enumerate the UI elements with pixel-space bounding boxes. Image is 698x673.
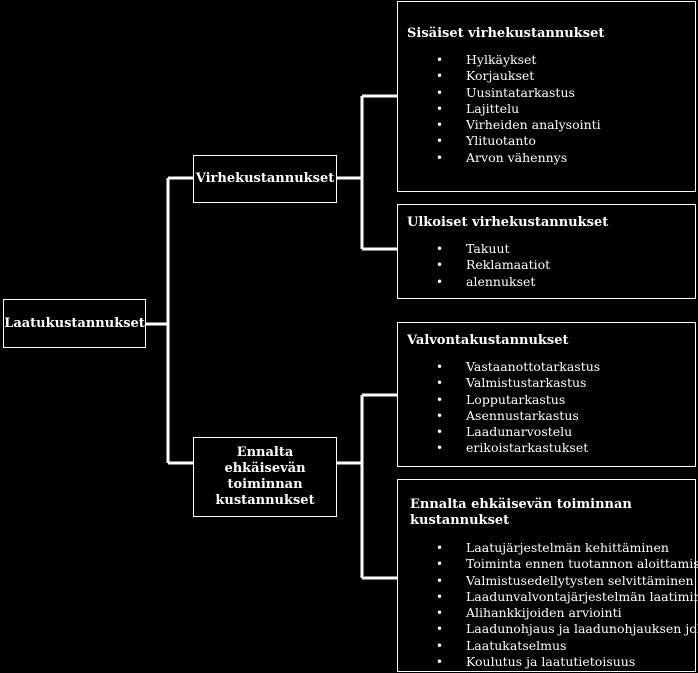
- bullet-icon: •: [436, 638, 444, 653]
- bullet-icon: •: [436, 274, 444, 289]
- branch-label-line-3: kustannukset: [215, 493, 315, 508]
- bullet-icon: •: [436, 425, 444, 440]
- bullet-icon: •: [436, 118, 444, 133]
- bullet-icon: •: [436, 69, 444, 84]
- group-prevention-costs: Ennalta ehkäisevän toiminnan kustannukse…: [397, 479, 698, 672]
- group-item-list: •Hylkäykset •Korjaukset •Uusintatarkastu…: [407, 52, 695, 166]
- bullet-icon: •: [436, 622, 444, 637]
- list-item: •Koulutus ja laatutietoisuus: [436, 654, 636, 670]
- bullet-icon: •: [436, 392, 444, 407]
- list-item: •Laatukatselmus: [436, 637, 567, 653]
- group-title: Sisäiset virhekustannukset: [407, 26, 605, 41]
- list-item: •Laatujärjestelmän kehittäminen: [436, 540, 669, 555]
- bullet-icon: •: [436, 408, 444, 423]
- group-item-list: •Vastaanottotarkastus •Valmistustarkastu…: [407, 359, 695, 457]
- bullet-icon: •: [436, 541, 444, 555]
- list-item: •Arvon vähennys: [436, 149, 568, 165]
- list-item: •Virheiden analysointi: [436, 117, 601, 133]
- list-item: •erikoistarkastukset: [436, 440, 589, 456]
- list-item: •Toiminta ennen tuotannon aloittamista: [436, 556, 698, 572]
- group-item-list: •Takuut •Reklamaatiot •alennukset: [407, 241, 695, 290]
- list-item: •Reklamaatiot: [436, 257, 551, 273]
- group-inspection-costs: Valvontakustannukset •Vastaanottotarkast…: [397, 322, 696, 467]
- bullet-icon: •: [436, 655, 444, 670]
- bullet-icon: •: [436, 134, 444, 149]
- group-internal-defect-costs: Sisäiset virhekustannukset •Hylkäykset •…: [397, 1, 696, 192]
- list-item: •Lopputarkastus: [436, 391, 566, 407]
- bullet-icon: •: [436, 85, 444, 100]
- bullet-icon: •: [436, 53, 444, 67]
- branch-label-line-1: Ennalta ehkäisevän: [224, 445, 306, 476]
- group-title: Valvontakustannukset: [407, 333, 569, 348]
- list-item: •Takuut: [436, 241, 510, 256]
- list-item: •alennukset: [436, 273, 536, 289]
- bullet-icon: •: [436, 360, 444, 374]
- bullet-icon: •: [436, 606, 444, 621]
- list-item: •Laadunarvostelu: [436, 424, 573, 440]
- list-item: •Alihankkijoiden arviointi: [436, 605, 622, 621]
- list-item: •Laadunvalvontajärjestelmän laatiminen: [436, 588, 698, 604]
- bullet-icon: •: [436, 573, 444, 588]
- list-item: •Laadunohjaus ja laadunohjauksen johto: [436, 621, 698, 637]
- branch-label-line-2: toiminnan: [227, 477, 303, 492]
- group-title: Ennalta ehkäisevän toiminnan kustannukse…: [410, 497, 632, 528]
- list-item: •Ylituotanto: [436, 133, 536, 149]
- list-item: •Vastaanottotarkastus: [436, 359, 601, 374]
- list-item: •Asennustarkastus: [436, 407, 579, 423]
- bullet-icon: •: [436, 101, 444, 116]
- list-item: •Lajittelu: [436, 100, 520, 116]
- list-item: •Hylkäykset: [436, 52, 537, 67]
- bullet-icon: •: [436, 242, 444, 256]
- branch-label: Virhekustannukset: [195, 171, 335, 186]
- group-external-defect-costs: Ulkoiset virhekustannukset •Takuut •Rekl…: [397, 204, 696, 299]
- branch-node-prevention-costs: Ennalta ehkäisevän toiminnan kustannukse…: [193, 437, 337, 517]
- group-item-list: •Laatujärjestelmän kehittäminen •Toimint…: [410, 540, 698, 670]
- branch-node-defect-costs: Virhekustannukset: [193, 155, 337, 203]
- list-item: •Korjaukset: [436, 68, 535, 84]
- list-item: •Valmistustarkastus: [436, 375, 587, 391]
- bullet-icon: •: [436, 557, 444, 572]
- bullet-icon: •: [436, 150, 444, 165]
- bullet-icon: •: [436, 441, 444, 456]
- bullet-icon: •: [436, 258, 444, 273]
- group-title: Ulkoiset virhekustannukset: [407, 215, 609, 230]
- list-item: •Uusintatarkastus: [436, 84, 575, 100]
- root-node: Laatukustannukset: [3, 299, 146, 348]
- bullet-icon: •: [436, 589, 444, 604]
- bullet-icon: •: [436, 376, 444, 391]
- list-item: •Valmistusedellytysten selvittäminen: [436, 572, 694, 588]
- root-label: Laatukustannukset: [4, 315, 145, 331]
